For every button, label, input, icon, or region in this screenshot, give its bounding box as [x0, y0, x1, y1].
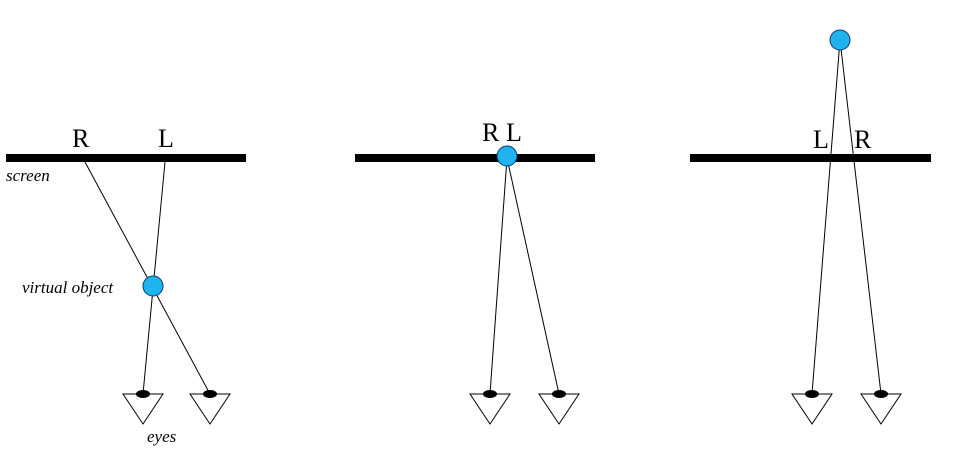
panel-front: R L screen virtual object eyes [6, 124, 246, 446]
screen-label: screen [6, 166, 50, 185]
eye-icon [860, 390, 902, 425]
eye-icon [189, 390, 231, 425]
ray-left-eye-3 [811, 39, 841, 395]
ray-left-eye-2 [489, 157, 508, 395]
ray-right-eye-3 [839, 39, 882, 395]
virtual-object-label: virtual object [22, 278, 114, 297]
eye-icon [122, 390, 164, 425]
label-r-2: R [482, 118, 500, 147]
label-r-3: R [854, 125, 872, 154]
panel-behind: L R [690, 29, 931, 425]
panel-on-screen: R L [355, 118, 595, 425]
object-behind-circle [829, 29, 851, 51]
eyes-label: eyes [147, 427, 177, 446]
eye-icon [469, 390, 511, 425]
eye-icon [538, 390, 580, 425]
label-l-2: L [506, 118, 522, 147]
virtual-object-circle [142, 275, 164, 297]
eye-icon [791, 390, 833, 425]
label-l-1: L [158, 124, 174, 153]
ray-right-eye-2 [506, 157, 560, 395]
label-r-1: R [72, 124, 90, 153]
object-on-screen-circle [496, 145, 518, 167]
label-l-3: L [813, 125, 829, 154]
